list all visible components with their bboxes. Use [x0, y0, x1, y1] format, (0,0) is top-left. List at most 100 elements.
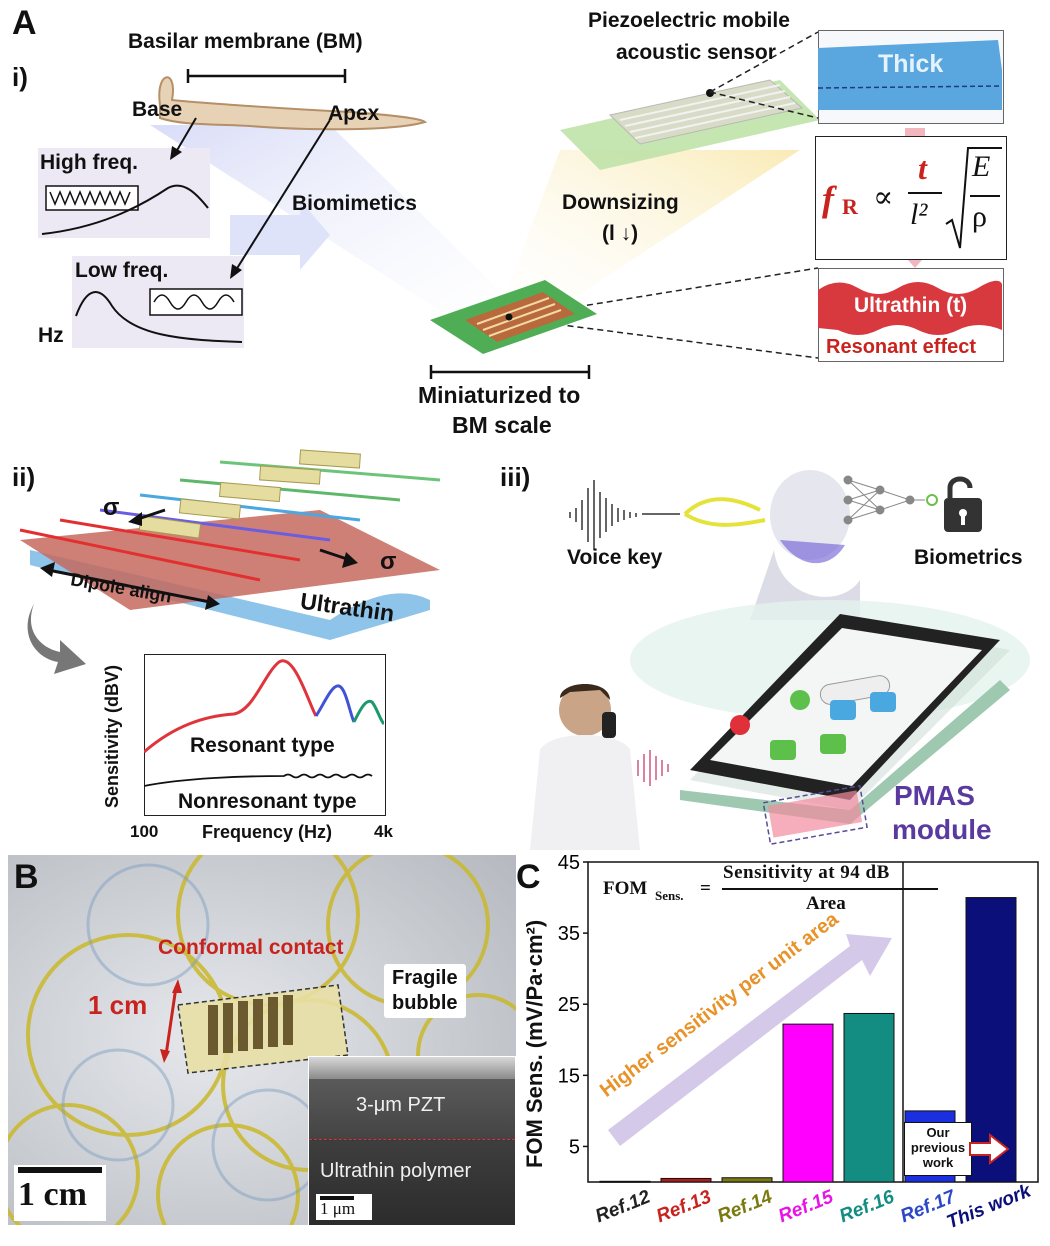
formula-sub: R — [842, 194, 858, 219]
our-previous-work-label: Our previous work — [904, 1122, 972, 1176]
formula-fraction-bar — [908, 192, 942, 194]
polymer-layer-label: Ultrathin polymer — [320, 1160, 472, 1182]
fragile-line2: bubble — [392, 992, 458, 1014]
fragile-line1: Fragile — [392, 967, 458, 989]
layered-sensor-illustration — [19, 449, 441, 640]
bar-ref-16 — [843, 1012, 895, 1183]
formula-proportional: ∝ — [873, 181, 894, 214]
sem-scale-label: 1 μm — [320, 1199, 356, 1218]
resonant-type-label: Resonant type — [190, 734, 335, 757]
sensor-large-illustration — [560, 79, 820, 170]
x-tick-label: This work — [944, 1180, 1035, 1233]
basilar-membrane — [158, 69, 428, 131]
x-tick-label: Ref.16 — [837, 1186, 898, 1227]
sem-scale-line — [320, 1196, 354, 1200]
biometrics-label: Biometrics — [914, 546, 1023, 569]
bar-ref-15 — [782, 1023, 834, 1183]
panel-c-letter: C — [516, 858, 541, 896]
resonance-formula-box — [815, 136, 1007, 260]
pmas-title-line2: acoustic sensor — [616, 41, 776, 64]
pointer-arrows — [170, 117, 331, 279]
downsizing-label: Downsizing — [562, 191, 679, 214]
red-1cm-label: 1 cm — [88, 990, 148, 1020]
fom-formula-bar — [722, 888, 938, 890]
panel-b-letter: B — [14, 858, 39, 896]
graph-x-max: 4k — [374, 822, 393, 841]
miniaturized-line1: Miniaturized to — [418, 382, 581, 408]
biomimetics-top-label: Biomimetics — [292, 192, 417, 215]
conformal-contact-label: Conformal contact — [158, 936, 344, 959]
bar-ref-14 — [721, 1177, 773, 1183]
sigma-right: σ — [380, 548, 397, 575]
thick-layer — [818, 40, 1002, 110]
fragile-bubble-box — [384, 964, 466, 1018]
miniaturized-scale-bar — [429, 365, 591, 379]
beam-right — [500, 150, 800, 320]
formula-sqrt — [945, 147, 1002, 249]
y-tick-label: 15 — [558, 1065, 580, 1087]
bar-ref-12 — [599, 1180, 651, 1183]
formula-rho: ρ — [972, 200, 987, 233]
thick-label: Thick — [878, 50, 944, 78]
fom-formula-equals: = — [700, 878, 711, 899]
formula-f: f — [822, 179, 834, 219]
graph-xlabel: Frequency (Hz) — [202, 822, 333, 842]
low-freq-label: Low freq. — [75, 259, 169, 282]
x-tick-label: Ref.15 — [776, 1186, 837, 1227]
fom-formula-denominator: Area — [806, 893, 846, 914]
pmas-module-line2: module — [892, 814, 992, 845]
y-tick-label: 45 — [558, 852, 580, 874]
pzt-layer-label: 3-μm PZT — [356, 1094, 446, 1116]
high-freq-label: High freq. — [40, 151, 138, 174]
scale-bar-label: 1 cm — [18, 1176, 87, 1213]
apex-label: Apex — [328, 102, 380, 125]
y-tick-label: 25 — [558, 994, 580, 1016]
sub-label-i: i) — [12, 62, 28, 92]
base-label: Base — [132, 98, 183, 121]
unlock-icon — [944, 476, 982, 532]
graph-ylabel: Sensitivity (dBV) — [102, 664, 122, 808]
smartphone-illustration — [530, 600, 1030, 850]
low-freq-plot — [75, 288, 243, 343]
fom-formula-lhs: FOM — [603, 878, 648, 899]
formula-t: t — [918, 150, 927, 186]
y-tick-label: 35 — [558, 923, 580, 945]
scale-bar-line — [18, 1167, 102, 1173]
graph-x-min: 100 — [130, 822, 159, 841]
miniaturized-line2: BM scale — [452, 412, 552, 438]
panel-a-letter: A — [12, 4, 37, 42]
bar-ref-13 — [660, 1177, 712, 1183]
chart-ylabel: FOM Sens. (mV/Pa·cm²) — [522, 919, 547, 1168]
voice-key-label: Voice key — [567, 546, 663, 569]
sound-wave-icon — [569, 480, 680, 550]
fom-formula-numerator: Sensitivity at 94 dB — [723, 862, 890, 883]
resonant-effect-label: Resonant effect — [826, 336, 977, 358]
downsizing-symbol: (l ↓) — [602, 222, 639, 245]
y-tick-label: 5 — [569, 1136, 580, 1158]
x-tick-label: Ref.13 — [654, 1186, 715, 1227]
biomimetics-arrow — [230, 200, 330, 270]
curved-down-arrow — [27, 604, 86, 674]
previous-work-arrow-icon — [969, 1133, 1010, 1165]
x-tick-label: Ref.14 — [715, 1186, 776, 1227]
ultrathin-t-label: Ultrathin (t) — [854, 294, 968, 317]
high-freq-plot — [41, 184, 209, 235]
voice-biometrics-illustration — [569, 470, 982, 620]
formula-l2: l² — [910, 198, 928, 231]
fom-formula-lhs-sub: Sens. — [655, 888, 684, 903]
beam-left — [150, 125, 520, 330]
bm-title: Basilar membrane (BM) — [128, 30, 363, 53]
nonresonant-type-label: Nonresonant type — [178, 790, 357, 813]
pmas-title-line1: Piezoelectric mobile — [588, 9, 790, 32]
x-tick-label: Ref.12 — [593, 1186, 654, 1227]
hz-label: Hz — [38, 324, 64, 347]
light-beams — [150, 125, 800, 330]
sensitivity-graph-curves — [144, 659, 384, 787]
sub-label-iii: iii) — [500, 462, 531, 492]
higher-sensitivity-arrow — [608, 934, 892, 1146]
sub-label-ii: ii) — [12, 462, 36, 492]
sensor-small-illustration — [430, 280, 597, 354]
pmas-module-line1: PMAS — [894, 780, 975, 811]
ultrathin-layer — [818, 280, 1002, 335]
